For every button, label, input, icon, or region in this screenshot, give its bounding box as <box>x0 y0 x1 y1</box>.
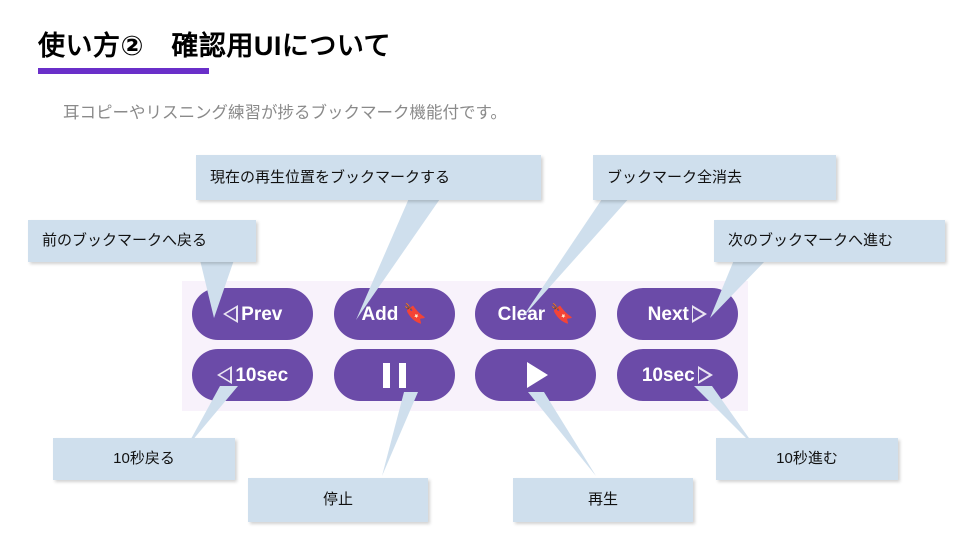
player-row-transport: 10sec 10sec <box>182 347 748 403</box>
back-10sec-label: 10sec <box>235 364 289 386</box>
add-button-label: Add <box>361 303 399 325</box>
triangle-left-outline-icon <box>217 366 233 384</box>
callout-prev-bookmark: 前のブックマークへ戻る <box>28 220 256 262</box>
pause-button[interactable] <box>333 349 455 401</box>
triangle-right-outline-icon <box>697 366 713 384</box>
callout-text: ブックマーク全消去 <box>607 168 743 186</box>
clear-button-label: Clear <box>497 303 546 325</box>
callout-text: 停止 <box>322 491 353 508</box>
callout-text: 次のブックマークへ進む <box>728 232 894 249</box>
clear-bookmarks-button[interactable]: Clear 🔖 <box>475 288 597 340</box>
page-subtitle: 耳コピーやリスニング練習が捗るブックマーク機能付です。 <box>63 104 507 122</box>
callout-add-bookmark: 現在の再生位置をブックマークする <box>196 155 541 200</box>
callout-next-bookmark: 次のブックマークへ進む <box>714 220 945 262</box>
prev-button-label: Prev <box>241 303 283 325</box>
callout-forward-10sec: 10秒進む <box>716 438 898 480</box>
play-button[interactable] <box>475 349 597 401</box>
callout-back-10sec: 10秒戻る <box>53 438 235 480</box>
next-button-label: Next <box>647 303 689 325</box>
callout-stop: 停止 <box>248 478 428 522</box>
triangle-right-outline-icon <box>691 305 707 323</box>
add-bookmark-button[interactable]: Add 🔖 <box>333 288 455 340</box>
callout-text: 現在の再生位置をブックマークする <box>210 168 451 186</box>
player-control-panel: Prev Add 🔖 Clear 🔖 Next 10sec <box>182 281 748 411</box>
callout-play: 再生 <box>513 478 693 522</box>
callout-text: 10秒進む <box>776 450 838 467</box>
bookmark-icon: 🔖 <box>550 303 574 325</box>
callout-text: 10秒戻る <box>113 450 175 467</box>
triangle-left-outline-icon <box>223 305 239 323</box>
forward-10sec-label: 10sec <box>641 364 695 386</box>
back-10sec-button[interactable]: 10sec <box>192 349 314 401</box>
forward-10sec-button[interactable]: 10sec <box>616 349 738 401</box>
next-bookmark-button[interactable]: Next <box>616 288 738 340</box>
pause-icon <box>382 362 406 388</box>
bookmark-icon: 🔖 <box>403 303 428 325</box>
callout-text: 前のブックマークへ戻る <box>42 232 208 249</box>
player-row-bookmark: Prev Add 🔖 Clear 🔖 Next <box>182 286 748 342</box>
title-underline-rule <box>38 68 209 74</box>
callout-text: 再生 <box>587 491 618 508</box>
prev-bookmark-button[interactable]: Prev <box>192 288 314 340</box>
play-icon <box>527 362 549 388</box>
page-title: 使い方② 確認用UIについて <box>38 31 392 61</box>
callout-clear-bookmarks: ブックマーク全消去 <box>593 155 836 200</box>
